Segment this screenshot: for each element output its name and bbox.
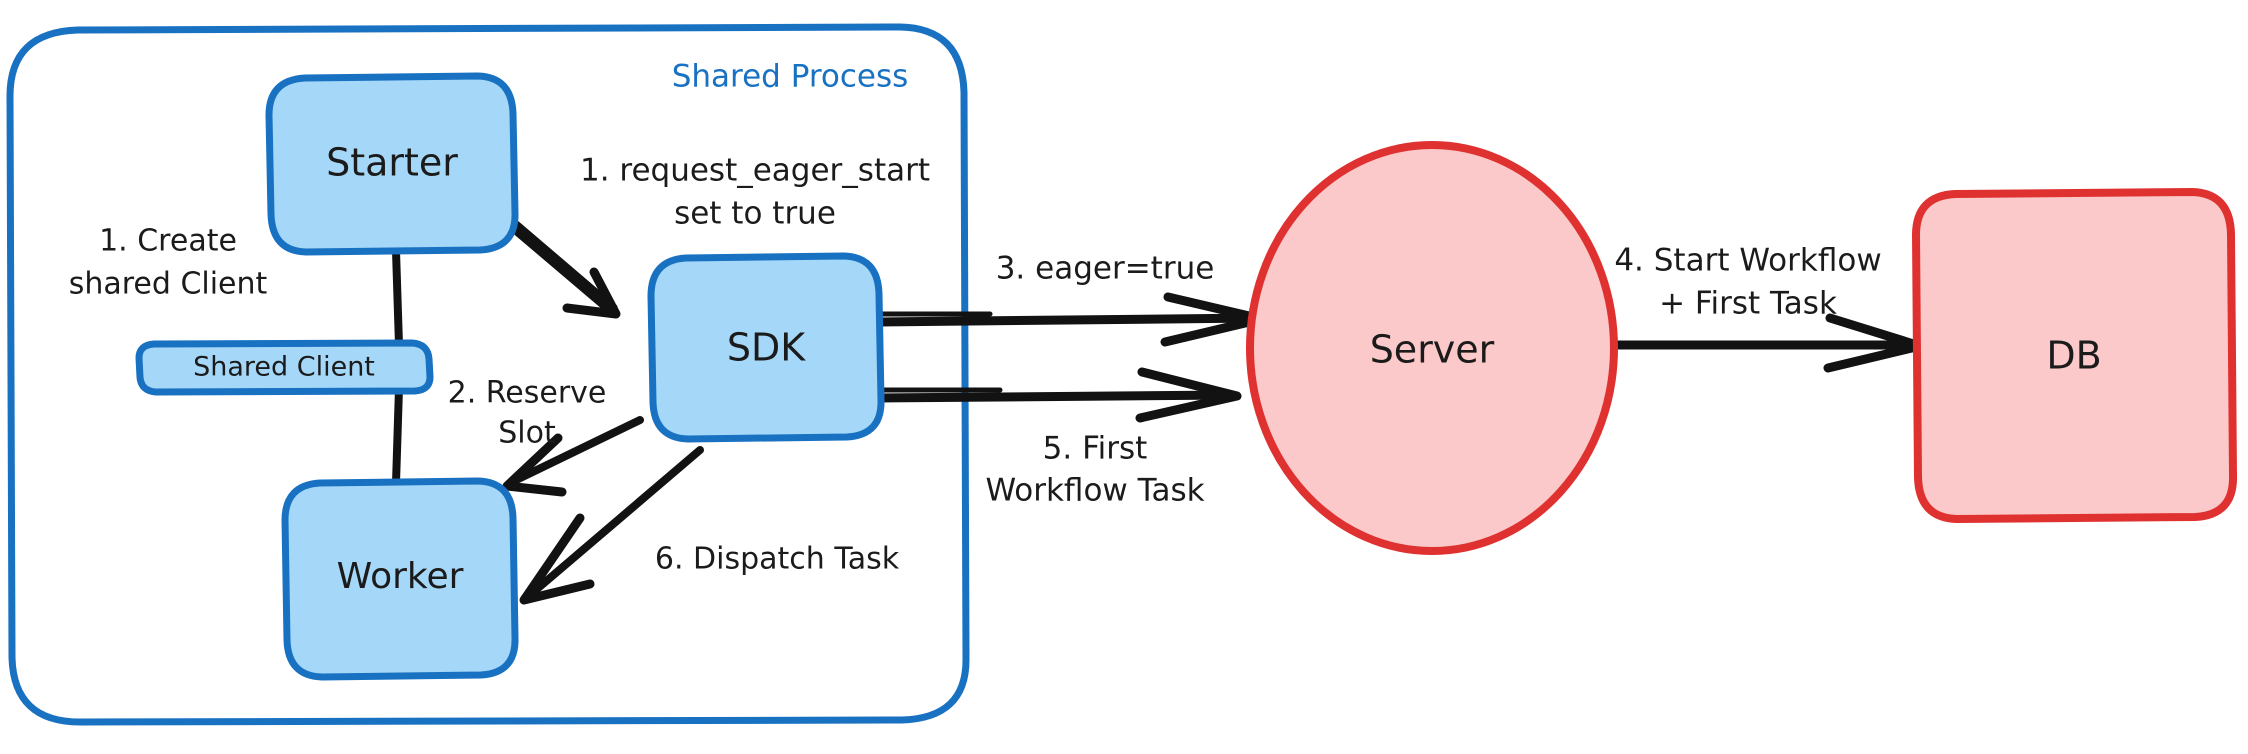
- edge-first-workflow-task: 5. First Workflow Task: [875, 367, 1242, 509]
- edge-reserve-slot-line: [508, 416, 644, 486]
- edge-eager-true-label-0: 3. eager=true: [996, 251, 1215, 287]
- edge-create-shared-client-line: [392, 247, 403, 349]
- shared-process-border: [6, 23, 970, 726]
- edge-create-shared-client-label-1: shared Client: [69, 267, 268, 302]
- edge-first-workflow-task-arrowhead: [1135, 367, 1242, 423]
- edge-first-workflow-task-label-1: Workflow Task: [985, 473, 1204, 509]
- node-worker-label: Worker: [337, 556, 464, 597]
- edge-shared-client-worker: [392, 384, 403, 487]
- edge-first-workflow-task-label-0: 5. First: [1043, 431, 1148, 467]
- edge-dispatch-task-arrowhead: [519, 513, 595, 605]
- node-server-label: Server: [1370, 328, 1495, 372]
- edge-request-eager-start-arrowhead: [562, 267, 621, 319]
- edge-first-workflow-task-line: [875, 390, 1237, 403]
- node-sdk-shape[interactable]: [647, 252, 885, 443]
- node-starter-shape[interactable]: [265, 72, 519, 256]
- edge-start-workflow-label-0: 4. Start Workflow: [1614, 243, 1881, 279]
- edge-request-eager-start-label-1: set to true: [674, 196, 836, 232]
- node-starter[interactable]: Starter: [265, 72, 519, 256]
- edge-eager-true-line: [875, 313, 1263, 327]
- node-shared-client-shape[interactable]: [135, 339, 434, 396]
- edge-request-eager-start-line-b: [509, 216, 618, 310]
- node-db-label: DB: [2046, 334, 2101, 378]
- edge-dispatch-task-line: [526, 446, 704, 599]
- node-sdk-label: SDK: [727, 326, 806, 370]
- edge-shared-client-worker-line: [392, 384, 403, 487]
- shared-process-label: Shared Process: [672, 59, 909, 95]
- node-shared-client[interactable]: Shared Client: [135, 339, 434, 396]
- node-server[interactable]: Server: [1246, 141, 1618, 555]
- node-db-shape[interactable]: [1912, 188, 2238, 523]
- edge-dispatch-task-label-0: 6. Dispatch Task: [655, 542, 900, 577]
- edge-reserve-slot-label-1: Slot: [498, 416, 556, 451]
- node-worker-shape[interactable]: [281, 477, 519, 681]
- edge-create-shared-client-label-0: 1. Create: [99, 224, 237, 259]
- edge-request-eager-start-label-0: 1. request_eager_start: [580, 153, 930, 189]
- shared-process-group: Shared Process: [6, 23, 970, 726]
- edge-request-eager-start-line: [505, 220, 615, 315]
- edge-request-eager-start: 1. request_eager_start set to true: [505, 153, 930, 319]
- node-sdk[interactable]: SDK: [647, 252, 885, 443]
- node-worker[interactable]: Worker: [281, 477, 519, 681]
- edge-reserve-slot-label-0: 2. Reserve: [448, 376, 607, 411]
- node-db[interactable]: DB: [1912, 188, 2238, 523]
- node-server-shape[interactable]: [1246, 141, 1618, 555]
- edge-reserve-slot: 2. Reserve Slot: [448, 376, 644, 497]
- edge-create-shared-client: 1. Create shared Client: [69, 224, 403, 349]
- edge-reserve-slot-arrowhead: [502, 433, 567, 497]
- edge-start-workflow: 4. Start Workflow + First Task: [1613, 243, 1925, 373]
- edge-start-workflow-label-1: + First Task: [1659, 286, 1837, 322]
- edge-dispatch-task: 6. Dispatch Task: [519, 446, 900, 605]
- node-starter-label: Starter: [326, 141, 458, 185]
- node-shared-client-label: Shared Client: [193, 352, 375, 383]
- edge-eager-true: 3. eager=true: [875, 251, 1267, 347]
